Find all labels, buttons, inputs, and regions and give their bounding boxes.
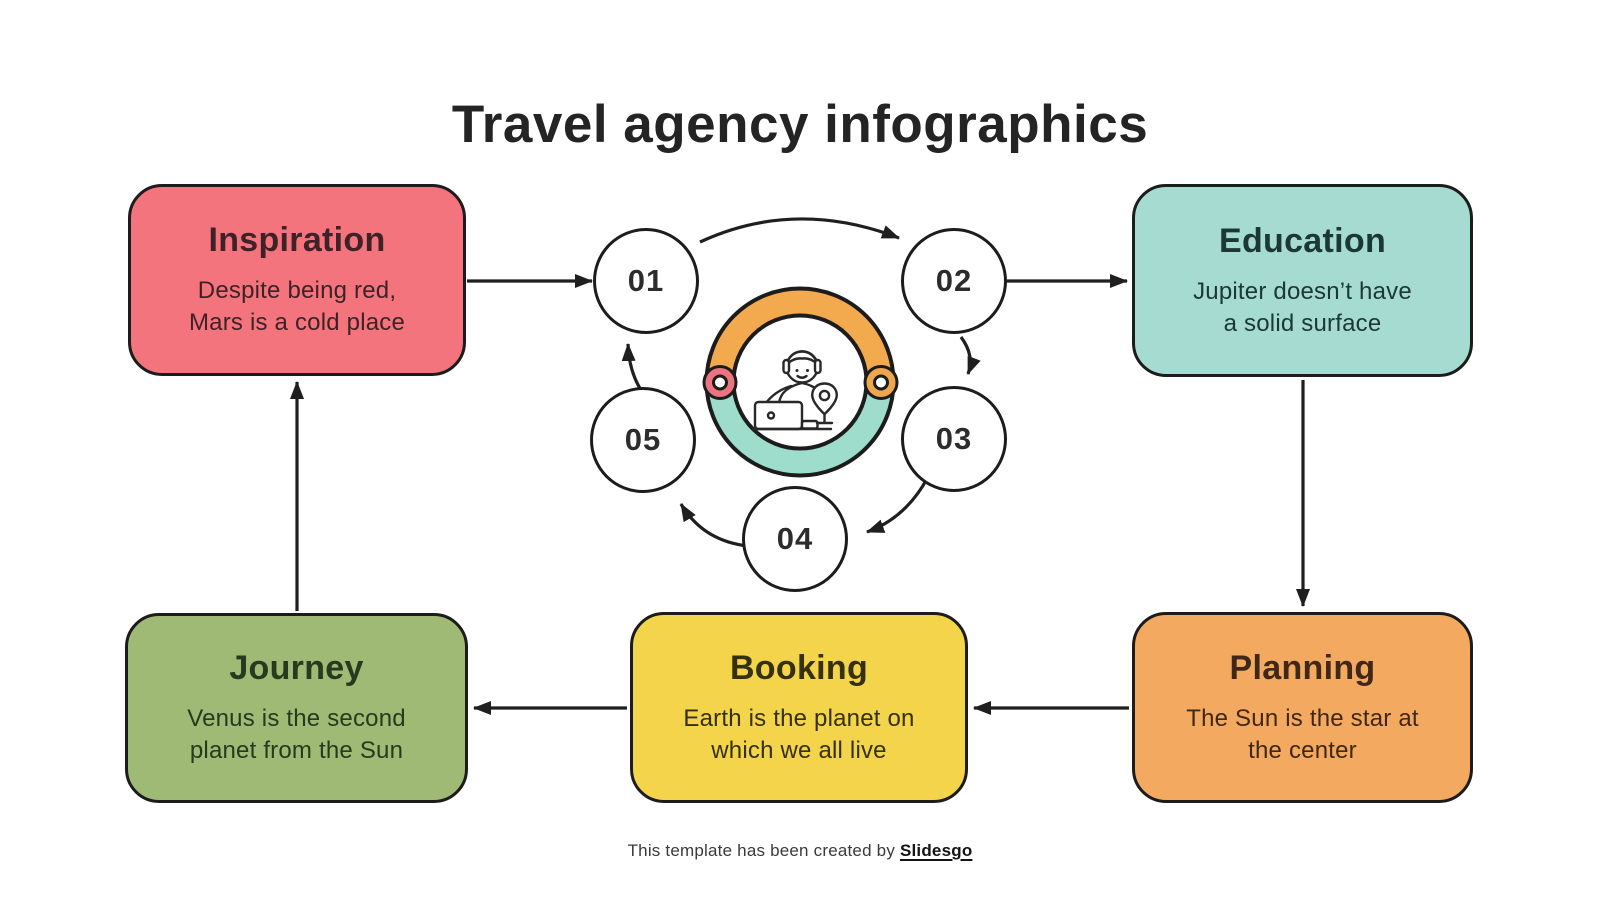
agent-hair xyxy=(785,350,819,366)
footer-credit-text: This template has been created by xyxy=(627,841,896,860)
ring-left-junction-dot xyxy=(702,365,738,400)
agent-head xyxy=(785,350,819,384)
laptop-logo-dot xyxy=(766,411,776,420)
agent-hand xyxy=(800,419,819,430)
card-planning-body: The Sun is the star at the center xyxy=(1186,704,1419,764)
page-title: Travel agency infographics xyxy=(451,95,1149,154)
step-circle-05: 05 xyxy=(590,387,696,493)
location-pin-icon xyxy=(811,382,838,416)
card-education: Education Jupiter doesn’t have a solid s… xyxy=(1132,184,1473,377)
card-booking-title: Booking xyxy=(729,648,869,687)
ring-right-junction-dot xyxy=(863,365,899,400)
ring-right-junction-hole xyxy=(873,374,889,391)
location-pin-hole xyxy=(818,389,831,402)
laptop-lid xyxy=(753,400,804,431)
ring-left-junction-hole xyxy=(712,374,728,391)
card-planning: Planning The Sun is the star at the cent… xyxy=(1132,612,1473,803)
agent-smile xyxy=(796,374,808,379)
travel-agent-at-laptop-with-location-pin-icon xyxy=(751,350,838,431)
card-journey-body: Venus is the second planet from the Sun xyxy=(187,705,406,764)
location-pin-stand xyxy=(815,413,834,425)
agent-torso xyxy=(777,381,826,405)
arrow-01-to-02 xyxy=(699,217,900,244)
slidesgo-link[interactable]: Slidesgo xyxy=(899,841,973,860)
center-ring xyxy=(702,286,899,478)
step-circle-01: 01 xyxy=(593,228,699,334)
card-planning-title: Planning xyxy=(1229,648,1376,687)
card-inspiration: Inspiration Despite being red, Mars is a… xyxy=(128,184,466,376)
card-education-title: Education xyxy=(1218,221,1387,260)
step-circle-03: 03 xyxy=(901,386,1007,492)
agent-arm xyxy=(764,384,793,405)
ring-outline xyxy=(704,286,896,478)
headset-right-pad xyxy=(813,358,822,375)
card-booking: Booking Earth is the planet on which we … xyxy=(630,612,968,803)
agent-right-eye xyxy=(806,369,809,372)
card-journey-title: Journey xyxy=(229,649,364,688)
ring-bottom-arc xyxy=(708,381,892,474)
card-inspiration-title: Inspiration xyxy=(208,221,386,260)
arrow-05-to-01 xyxy=(621,343,643,391)
agent-left-eye xyxy=(795,369,799,372)
headset-left-pad xyxy=(782,358,791,375)
step-circle-04: 04 xyxy=(742,486,848,592)
arrow-02-to-03 xyxy=(959,336,981,375)
arrow-03-to-04 xyxy=(866,476,930,534)
ring-top-arc xyxy=(708,290,892,383)
arrow-04-to-05 xyxy=(679,503,749,548)
card-journey: Journey Venus is the second planet from … xyxy=(125,613,468,803)
card-inspiration-body: Despite being red, Mars is a cold place xyxy=(188,277,406,336)
card-education-body: Jupiter doesn’t have a solid surface xyxy=(1193,277,1412,337)
card-booking-body: Earth is the planet on which we all live xyxy=(683,704,915,764)
footer-credit: This template has been created by Slides… xyxy=(0,841,1600,861)
step-circle-02: 02 xyxy=(901,228,1007,334)
